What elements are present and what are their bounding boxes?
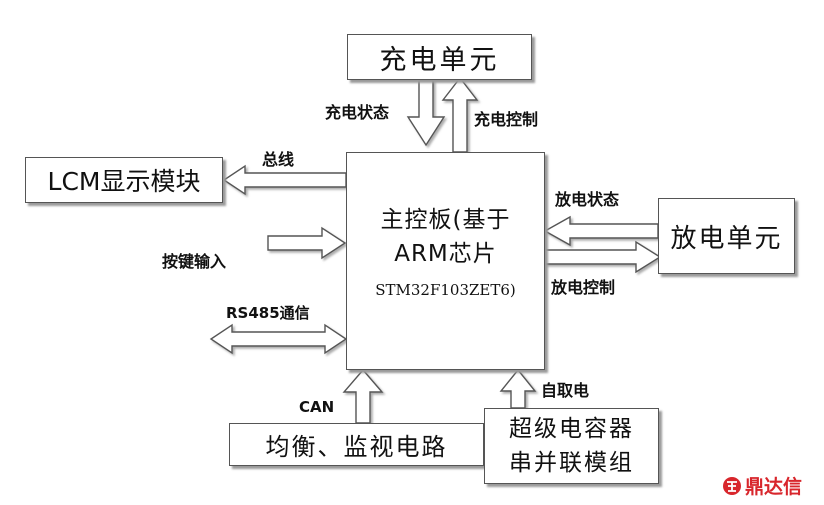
balance-monitor-box: 均衡、监视电路 xyxy=(229,423,484,466)
charge-status-arrow xyxy=(406,79,446,147)
discharge-unit-box: 放电单元 xyxy=(658,198,795,274)
can-arrow xyxy=(342,368,384,424)
bus-label: 总线 xyxy=(262,150,295,169)
discharge-control-label: 放电控制 xyxy=(551,278,616,297)
brand-logo-text: 鼎达信 xyxy=(745,476,803,498)
rs485-label: RS485通信 xyxy=(226,304,310,322)
charge-control-label: 充电控制 xyxy=(474,110,539,129)
rs485-arrow xyxy=(209,323,348,355)
key-input-label: 按键输入 xyxy=(162,252,227,271)
main-board-line1: 主控板(基于 xyxy=(380,207,511,233)
charge-control-arrow xyxy=(441,76,479,153)
supercap-line2: 串并联模组 xyxy=(509,450,634,476)
discharge-status-arrow xyxy=(543,215,659,247)
self-power-label: 自取电 xyxy=(541,381,590,400)
supercap-line1: 超级电容器 xyxy=(509,416,634,442)
brand-logo: 鼎达信 xyxy=(722,472,802,499)
charge-status-label: 充电状态 xyxy=(325,103,390,122)
charging-unit-box: 充电单元 xyxy=(347,34,532,80)
main-board-line3: STM32F103ZET6) xyxy=(375,281,516,299)
can-label: CAN xyxy=(299,398,335,416)
key-input-arrow xyxy=(267,226,347,260)
lcm-display-box: LCM显示模块 xyxy=(25,157,223,203)
discharge-status-label: 放电状态 xyxy=(555,190,620,209)
discharge-control-arrow xyxy=(544,240,662,274)
main-board-box: 主控板(基于 ARM芯片 STM32F103ZET6) xyxy=(346,152,545,370)
main-board-line2: ARM芯片 xyxy=(394,241,497,267)
discharge-unit-label: 放电单元 xyxy=(670,223,783,254)
charging-unit-label: 充电单元 xyxy=(379,44,500,76)
balance-monitor-label: 均衡、监视电路 xyxy=(265,433,448,461)
supercap-box: 超级电容器 串并联模组 xyxy=(484,408,659,484)
self-power-arrow xyxy=(499,368,537,409)
dingdaxin-logo-icon xyxy=(723,476,741,495)
bus-arrow xyxy=(222,164,347,196)
lcm-display-label: LCM显示模块 xyxy=(47,167,201,196)
